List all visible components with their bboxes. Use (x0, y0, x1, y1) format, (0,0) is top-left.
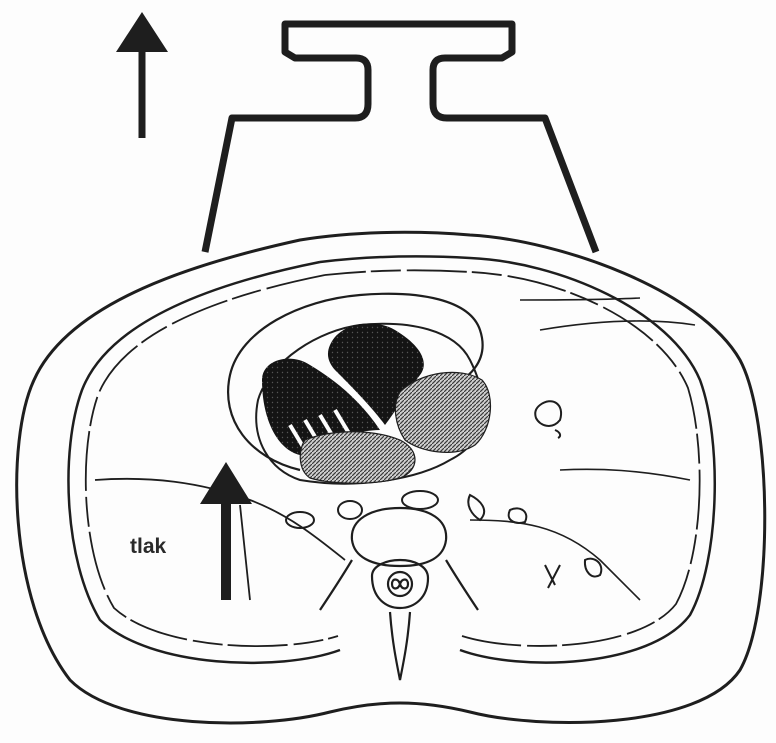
pressure-arrow-icon (200, 462, 252, 600)
right-atrium (300, 432, 415, 484)
right-lung-boundary (470, 298, 695, 600)
pressure-label: tlak (130, 535, 167, 558)
left-atrium (395, 372, 490, 452)
up-arrow-icon (116, 12, 168, 138)
vertebra (320, 508, 478, 680)
compression-device (205, 24, 596, 252)
